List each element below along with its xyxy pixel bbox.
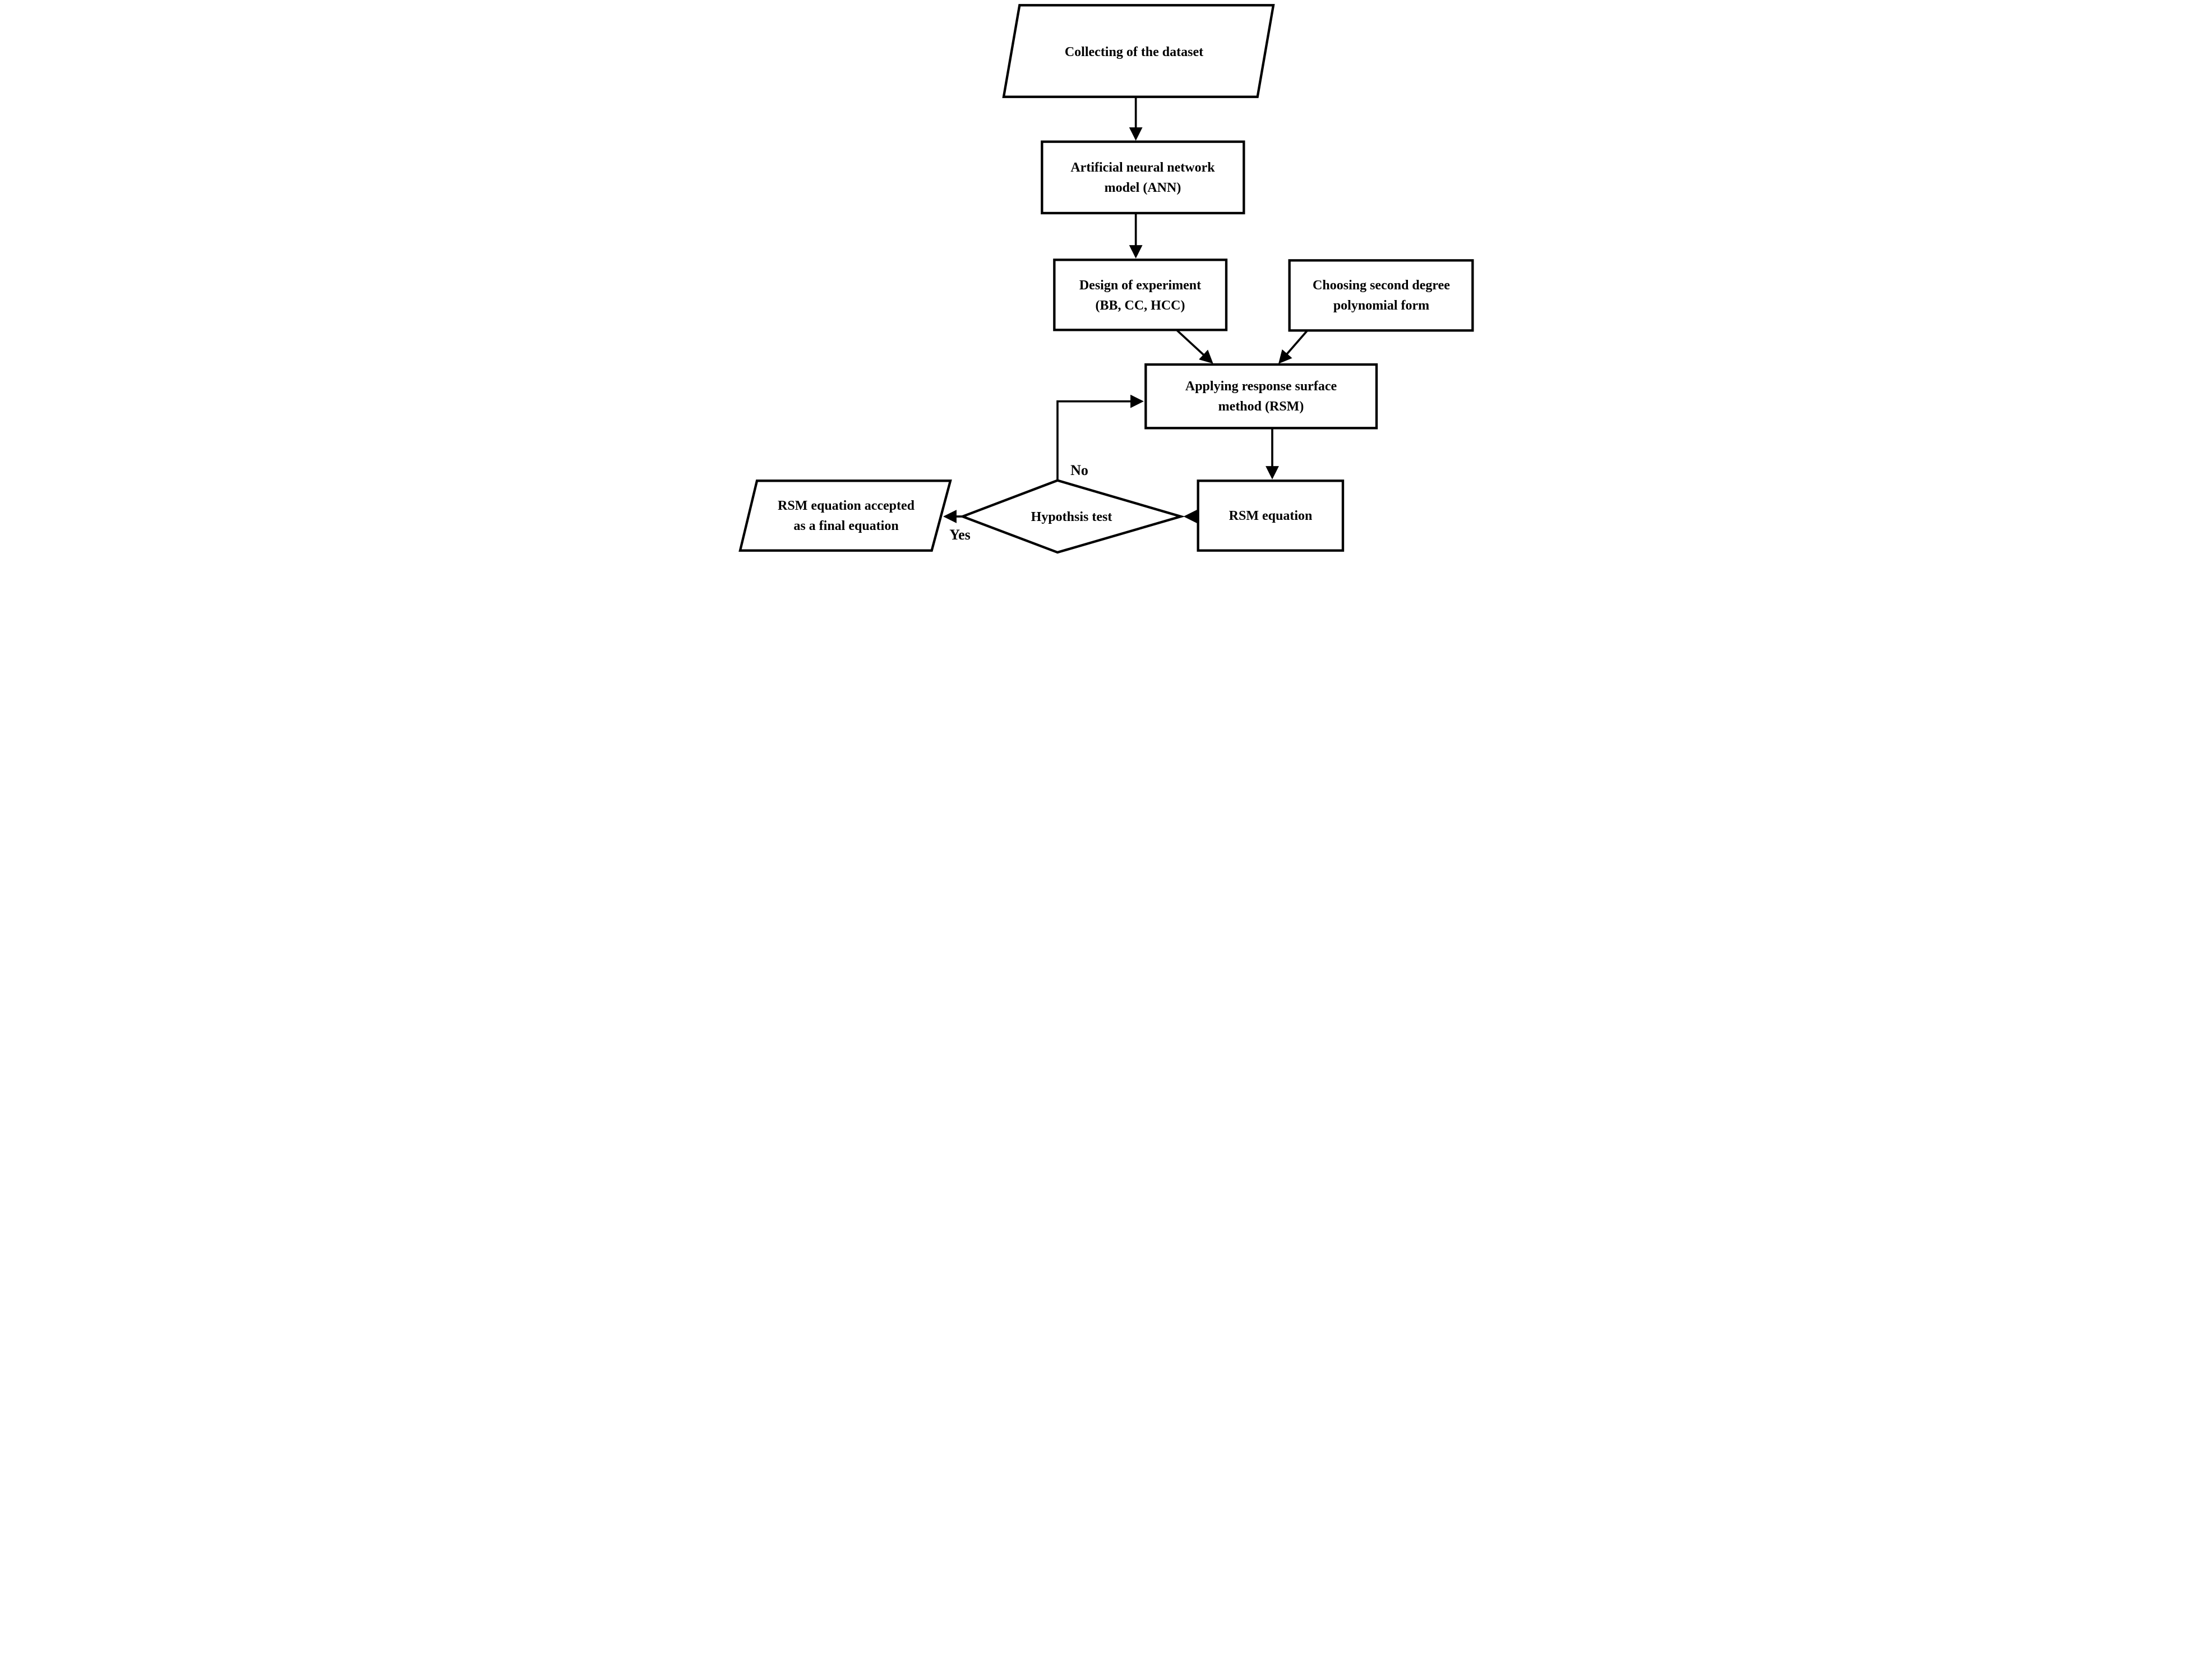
applying-rsm-shape: [1144, 363, 1378, 430]
arrow-poly-to-rsm: [1278, 330, 1309, 364]
arrow-hyp-no-to-rsm: [1056, 394, 1144, 480]
flowchart: Collecting of the dataset Artificial neu…: [737, 0, 1475, 560]
ann-model-shape: [1041, 140, 1245, 215]
flowchart-shapes: [738, 4, 1474, 554]
arrow-doe-to-rsm: [1176, 329, 1213, 364]
rsm-equation-shape: [1197, 479, 1345, 552]
final-equation-shape: [738, 479, 952, 552]
polynomial-form-shape: [1288, 259, 1474, 332]
collect-dataset-shape: [1002, 4, 1275, 98]
design-of-experiment-shape: [1053, 259, 1228, 331]
hypothesis-test-shape: [959, 479, 1185, 554]
